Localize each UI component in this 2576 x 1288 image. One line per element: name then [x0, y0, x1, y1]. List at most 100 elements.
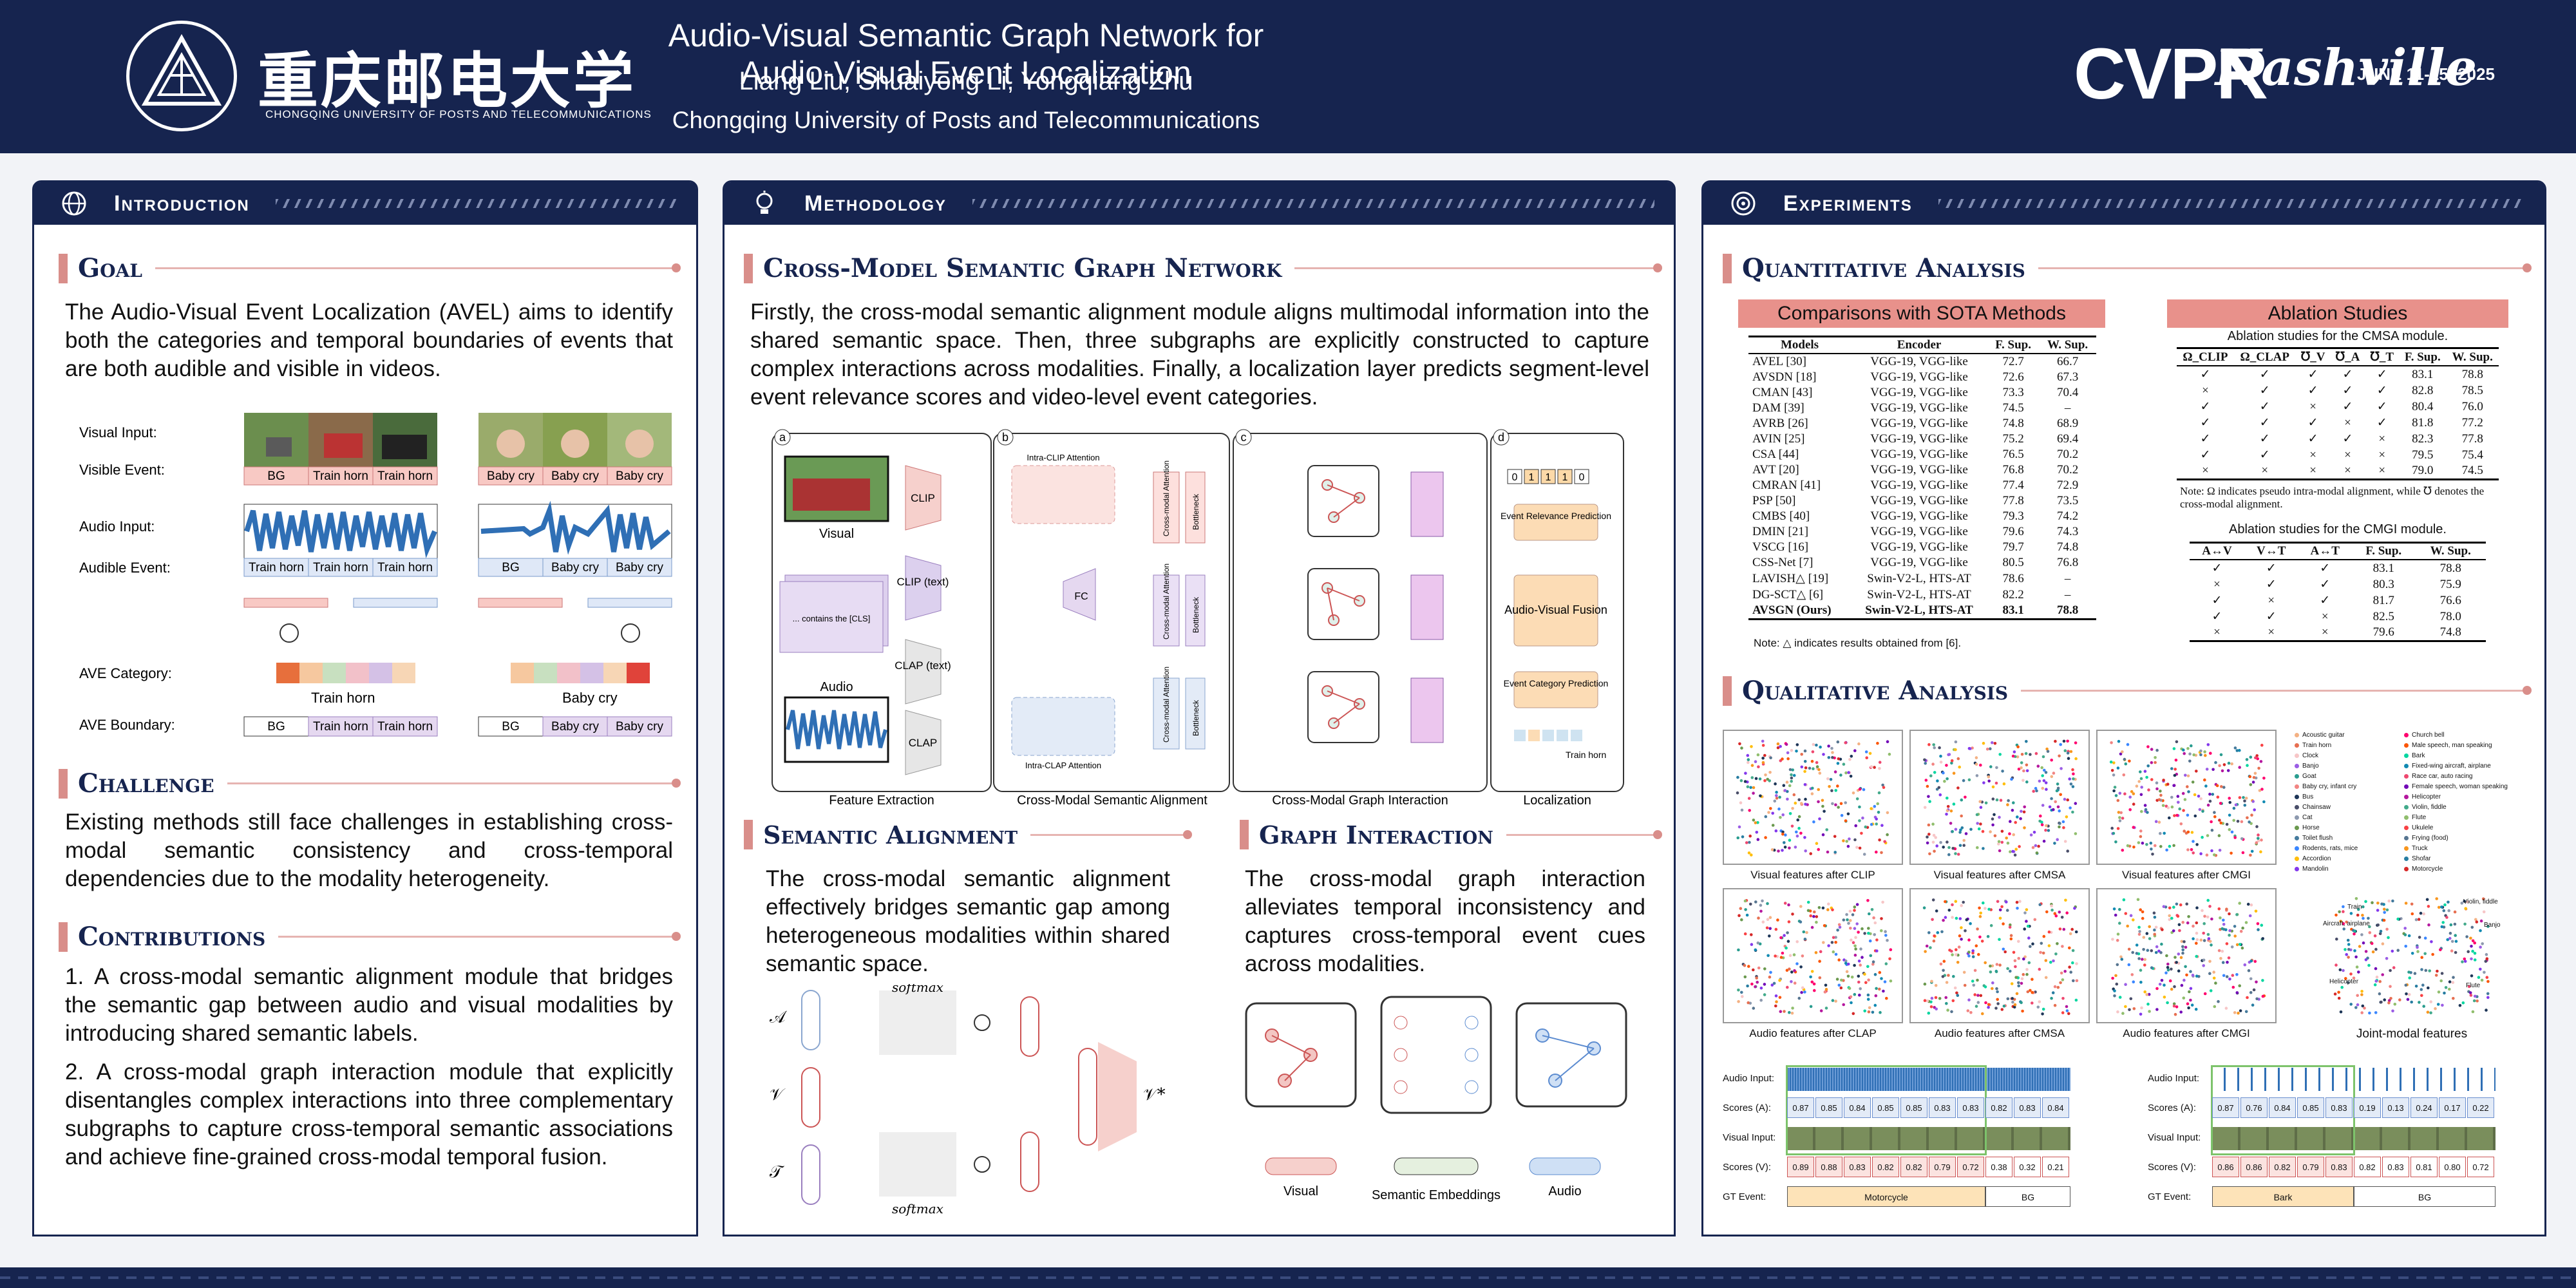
sota-cell: 76.8: [2056, 556, 2079, 569]
legend-swatch: [2404, 753, 2409, 758]
sota-cell: 73.3: [2002, 386, 2024, 399]
legend-swatch: [2404, 763, 2409, 768]
ablation-cmsa-cell: 78.8: [2461, 367, 2483, 381]
right-audible-2: Baby cry: [551, 561, 599, 574]
legend-swatch: [2295, 763, 2299, 768]
tsne-caption: Visual features after CMGI: [2122, 869, 2251, 881]
ablation-cmsa-cell: ✓: [2200, 368, 2211, 381]
sota-cell: –: [2064, 587, 2071, 601]
ablation-cmsa-cell: ✓: [2307, 416, 2318, 430]
sota-header-0: Models: [1748, 336, 1852, 354]
ablation-cmgi-cell: 81.7: [2372, 593, 2394, 607]
sota-cell: 82.2: [2002, 587, 2024, 601]
ablation-cmsa-cell: ×: [2378, 448, 2386, 462]
ablation-cmsa-cell: 79.0: [2399, 463, 2447, 480]
score-cell: 0.82: [2354, 1157, 2381, 1177]
sota-cell: 74.5: [2002, 401, 2024, 415]
avel-example-figure: Visual Input: Visible Event: Audio Input…: [73, 408, 691, 755]
introduction-panel: Introduction Goal The Audio-Visual Event…: [32, 180, 698, 1236]
legend-swatch: [2295, 846, 2299, 851]
ablation-cmgi-cell: ✓: [2320, 594, 2331, 607]
tsne-caption: Visual features after CMSA: [1933, 869, 2066, 881]
ablation-cmsa-cell: 75.4: [2461, 448, 2483, 462]
poster-authors: Liang Liu, Shuaiyong Li, Yongqiang Zhu: [739, 67, 1193, 95]
challenge-text: Existing methods still face challenges i…: [65, 810, 673, 891]
legend-label: Clock: [2302, 752, 2319, 759]
legend-label: Bus: [2302, 793, 2314, 800]
ablation-cmsa-cell: ✓: [2376, 368, 2387, 381]
tsne-plot: [1909, 888, 2090, 1023]
ablation-cmsa-cell: ×: [2233, 463, 2296, 480]
ablation-cmsa-caption: Ablation studies for the CMSA module.: [2227, 329, 2448, 343]
ablation-cmsa-cell: ×: [2330, 463, 2365, 480]
sota-cell: 72.7: [2002, 355, 2024, 368]
left-boundary-2: Train horn: [313, 720, 368, 734]
sota-header-2: F. Sup.: [1987, 336, 2040, 354]
legend-item: Acoustic guitar: [2295, 730, 2404, 740]
legend-label: Violin, fiddle: [2412, 803, 2447, 811]
legend-label: Race car, auto racing: [2412, 772, 2473, 780]
ablation-cmsa-cell: ✓: [2259, 448, 2270, 462]
ablation-cmsa-cell: ×: [2309, 399, 2316, 413]
gt-event-label: Bark: [2212, 1186, 2354, 1207]
sota-cell: 76.8: [2002, 463, 2024, 477]
legend-label: Banjo: [2302, 762, 2319, 770]
tsne-caption: Visual features after CLIP: [1750, 869, 1875, 881]
university-logo: [126, 21, 237, 131]
sota-note: Note: △ indicates results obtained from …: [1754, 637, 1962, 649]
ablation-cmsa-cell: ✓: [2200, 448, 2211, 462]
header-decoration: [972, 199, 1654, 208]
ablation-cmsa-cell: ✓: [2342, 400, 2353, 413]
methodology-header: Methodology: [724, 182, 1674, 225]
tsne-plot: [2096, 730, 2277, 865]
sota-cell: CMBS [40]: [1752, 509, 1810, 523]
bit-1: 0: [1512, 472, 1518, 483]
ablation-cmgi-caption: Ablation studies for the CMGI module.: [2229, 522, 2447, 536]
ablation-cmgi-header-1: V↔T: [2244, 542, 2298, 560]
ablation-cmgi-cell: ✓: [2320, 562, 2331, 575]
network-text: Firstly, the cross-modal semantic alignm…: [750, 299, 1649, 410]
right-boundary-1: BG: [502, 720, 519, 734]
semantic-alignment-text: The cross-modal semantic alignment effec…: [766, 866, 1170, 976]
score-cell: 0.72: [1957, 1157, 1984, 1177]
legend-label: Female speech, woman speaking: [2412, 782, 2508, 790]
sota-cell: 74.2: [2056, 509, 2079, 523]
train-horn-label: Train horn: [1566, 750, 1606, 760]
network-section-title: Cross-Model Semantic Graph Network: [744, 253, 1662, 283]
architecture-diagram: a b c d Visual ... contains the [CLS] Au…: [767, 427, 1630, 808]
score-cell: 0.82: [2269, 1157, 2296, 1177]
legend-swatch: [2295, 825, 2299, 830]
ablation-cmsa-cell: 77.2: [2461, 415, 2483, 430]
fusion-label: Audio-Visual Fusion: [1504, 603, 1607, 616]
legend-swatch: [2295, 804, 2299, 810]
sota-cell: 80.5: [2002, 556, 2024, 569]
gt-event-label: Motorcycle: [1787, 1186, 1985, 1207]
legend-swatch: [2295, 835, 2299, 840]
ablation-cmsa-cell: 76.0: [2461, 399, 2483, 413]
ablation-cmgi-header-2: A↔T: [2298, 542, 2352, 560]
qualitative-title: Qualitative Analysis: [1723, 676, 2532, 706]
score-cell: 0.79: [1929, 1157, 1956, 1177]
sota-cell: AVEL [30]: [1752, 355, 1806, 368]
fig-label-audio-input: Audio Input:: [79, 518, 155, 535]
panel-c-label: c: [1241, 431, 1247, 444]
ablation-cmsa-cell: 77.8: [2461, 431, 2483, 446]
ablation-cmsa-cell: ×: [2344, 448, 2351, 462]
legend-label: Horse: [2302, 824, 2320, 831]
intra-clip-label: Intra-CLIP Attention: [1027, 453, 1099, 462]
sota-cell: VGG-19, VGG-like: [1870, 370, 1968, 384]
score-row-label: Audio Input:: [2148, 1073, 2200, 1084]
legend-item: Motorcycle: [2404, 864, 2539, 874]
score-cell: 0.83: [2382, 1157, 2409, 1177]
text-prompt-label: ... contains the [CLS]: [793, 614, 871, 623]
score-cell: 0.83: [1929, 1097, 1956, 1118]
